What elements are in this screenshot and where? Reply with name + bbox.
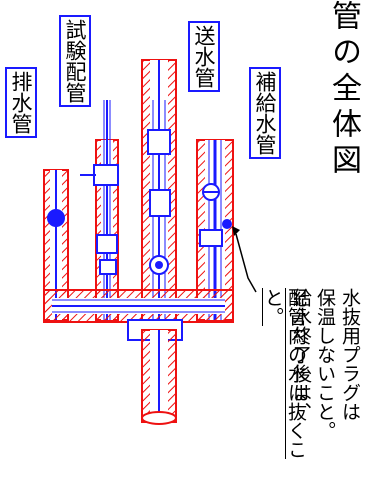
note-line-3: 給水終了後は、 [290,288,312,421]
supply-pipe-label: 補給水管 [249,67,281,159]
drain-plug-icon [222,219,232,229]
drain-valve-icon [47,209,65,227]
note-line-4: 配管内の水は抜くこと。 [262,288,307,459]
supply-pipe-drawing [196,139,234,321]
page-title: 管の全体図 [326,0,361,180]
test-pipe-label: 試験配管 [59,15,91,107]
note-line-1: 水抜用プラグは [339,288,361,421]
test-pipe-drawing [80,100,119,321]
note-line-2: 保温しないこと。 [314,288,336,440]
header-pipe-drawing [43,289,234,425]
note-leader-line [235,233,257,293]
drain-pipe-label: 排水管 [5,67,37,138]
feed-pipe-label: 送水管 [188,21,220,92]
